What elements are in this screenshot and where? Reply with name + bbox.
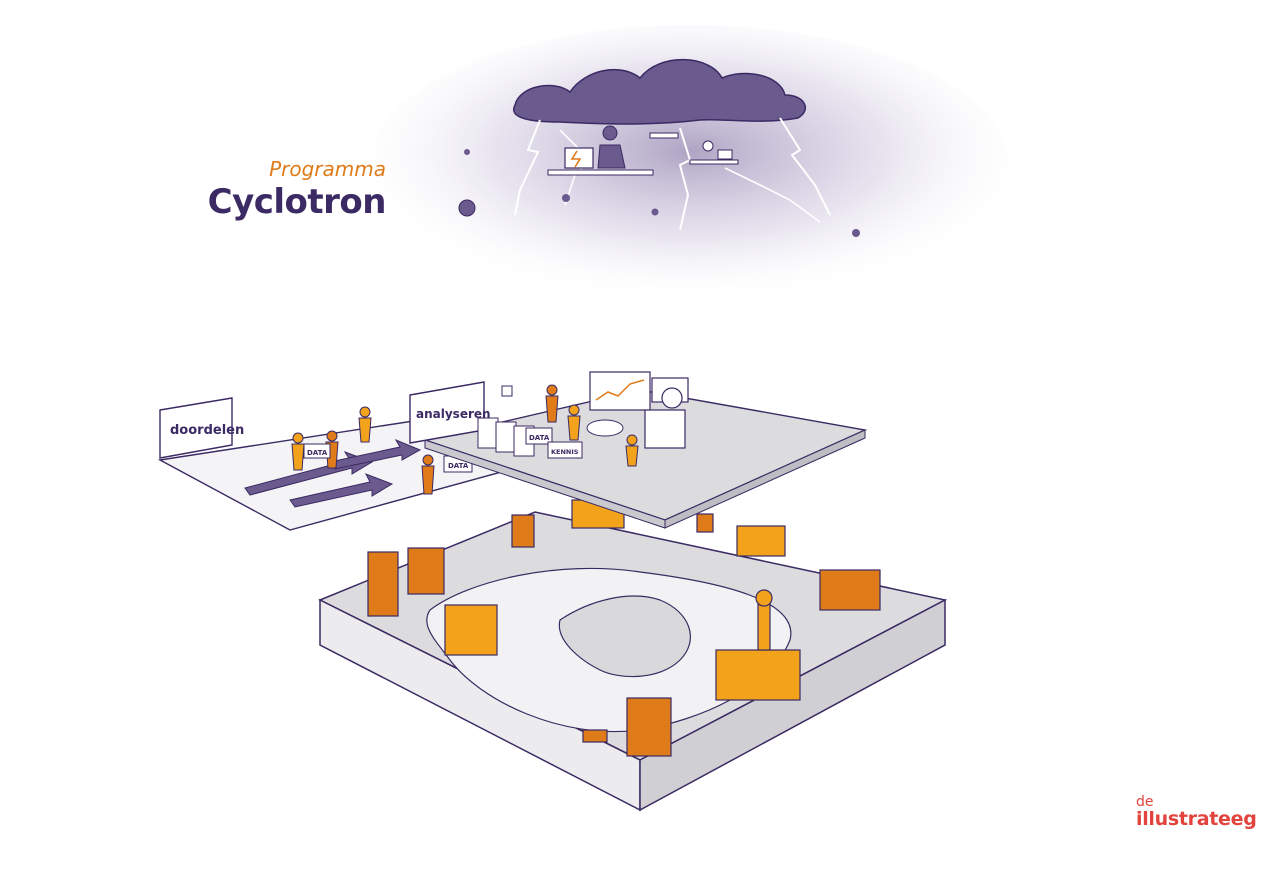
- brand-logo: de illustrateeg: [1136, 794, 1266, 854]
- title-block: Programma Cyclotron: [196, 156, 387, 222]
- right-panel: analyseren DATA KENNIS: [409, 371, 868, 529]
- data-box-3: DATA: [529, 434, 550, 442]
- base-map-block: [318, 499, 948, 812]
- data-box-2: DATA: [448, 462, 469, 470]
- kennis-box: KENNIS: [551, 448, 579, 456]
- storm-cloud: [370, 25, 1010, 305]
- program-title: Cyclotron: [207, 182, 387, 222]
- logo-prefix: de: [1136, 794, 1154, 810]
- data-box-1: DATA: [307, 449, 328, 457]
- program-subtitle: Programma: [269, 157, 386, 181]
- right-panel-sign: analyseren: [416, 407, 491, 421]
- logo-name: illustrateeg: [1136, 808, 1257, 830]
- left-panel-sign: doordelen: [170, 423, 244, 438]
